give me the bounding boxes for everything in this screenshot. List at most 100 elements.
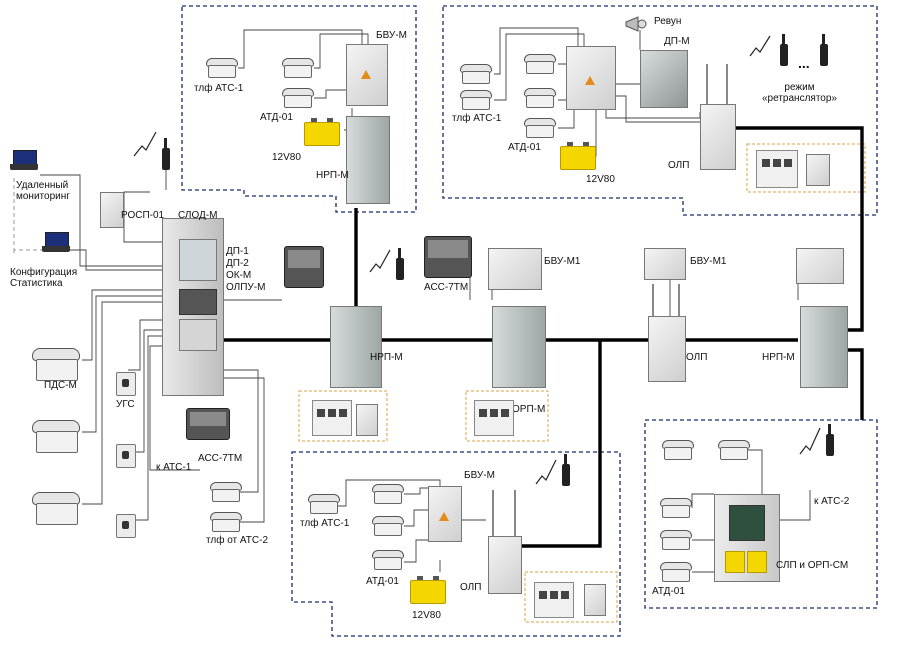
label-olp-bot: ОЛП [460, 582, 482, 593]
zone-orp-detail [465, 390, 549, 442]
radio-icon [162, 138, 170, 170]
phone-icon [30, 420, 82, 454]
phone-icon [208, 512, 242, 532]
phone-icon [30, 348, 82, 382]
phone-icon [280, 58, 314, 78]
module-icon [534, 582, 574, 618]
phone-icon [716, 440, 750, 460]
phone-icon [30, 492, 82, 526]
label-12v80-top: 12V80 [272, 152, 301, 163]
antenna-icon [369, 249, 391, 273]
label-olpu-m: ОЛПУ-М [226, 282, 266, 293]
zone-olp-detail-top [746, 143, 866, 193]
nrp-m-pillar-right [800, 306, 848, 388]
olp-cabinet-tr [700, 104, 736, 170]
module-icon [312, 400, 352, 436]
battery-icon [304, 118, 340, 146]
label-remote-monitoring: Удаленный мониторинг [16, 180, 70, 202]
antenna-icon [706, 64, 708, 104]
antenna-icon [726, 64, 728, 104]
label-slod-m: СЛОД-М [178, 210, 218, 221]
olp-cabinet-mid [648, 316, 686, 382]
label-nrp-m-mid: НРП-М [370, 352, 403, 363]
label-olp-mid: ОЛП [686, 352, 708, 363]
antenna-icon [492, 490, 494, 536]
phone-icon [522, 54, 556, 74]
slod-m-cabinet [162, 218, 224, 396]
label-12v80-bot: 12V80 [412, 610, 441, 621]
phone-icon [458, 90, 492, 110]
phone-icon [522, 118, 556, 138]
module-icon [474, 400, 514, 436]
label-dots: ... [798, 55, 810, 71]
label-k-ats1: к АТС-1 [156, 462, 192, 473]
ugs-device [116, 444, 136, 468]
label-olp-tr: ОЛП [668, 160, 690, 171]
label-slp-orp: СЛП и ОРП-СМ [776, 560, 849, 571]
ugs-device [116, 372, 136, 396]
warning-icon [585, 76, 595, 85]
antenna-icon [678, 284, 680, 316]
radio-icon [396, 248, 404, 280]
label-nrp-m-top: НРП-М [316, 170, 349, 181]
bvu-box-right [796, 248, 844, 284]
bvu-m1-box-a [488, 248, 542, 290]
label-dp1: ДП-1 [226, 246, 249, 257]
label-rosp01: РОСП-01 [121, 210, 165, 221]
battery-icon [560, 142, 596, 170]
zone-olp-detail-bot [524, 571, 618, 623]
slp-orp-cabinet [714, 494, 780, 582]
phone-icon [522, 88, 556, 108]
trunk-bottom [520, 340, 602, 548]
label-revun: Ревун [654, 16, 682, 27]
antenna-icon [799, 427, 821, 455]
zone-top-right [442, 5, 878, 216]
radio-icon [820, 34, 828, 66]
laptop-icon [10, 150, 40, 172]
phone-icon [208, 482, 242, 502]
label-config-stats: Конфигурация Статистика [10, 267, 78, 289]
radio-icon [826, 424, 834, 456]
label-bvu-m-top: БВУ-М [376, 30, 407, 41]
label-ok-m: ОК-М [226, 270, 252, 281]
label-k-ats2: к АТС-2 [814, 496, 850, 507]
unit-icon [356, 404, 378, 436]
label-ass7tm-left: АСС-7ТМ [198, 453, 243, 464]
trunk-to-top-right [730, 126, 864, 332]
label-12v80-tr: 12V80 [586, 174, 615, 185]
olp-unit-icon [806, 154, 830, 186]
label-bvu-m1-b: БВУ-М1 [690, 256, 727, 267]
phone-icon [658, 498, 692, 518]
antenna-icon [749, 35, 771, 57]
nrp-m-pillar-mid [330, 306, 382, 388]
label-dp2: ДП-2 [226, 258, 249, 269]
phone-icon [306, 494, 340, 514]
radio-icon [562, 454, 570, 486]
phone-icon [658, 562, 692, 582]
label-atd01-tr: АТД-01 [508, 142, 541, 153]
phone-icon [660, 440, 694, 460]
label-rezhim: режим «ретранслятор» [762, 82, 837, 104]
siren-icon [625, 16, 647, 32]
phone-icon [280, 88, 314, 108]
phone-icon [370, 484, 404, 504]
label-atd01-top: АТД-01 [260, 112, 293, 123]
radio-icon [780, 34, 788, 66]
phone-icon [658, 530, 692, 550]
rosp-01-box [100, 192, 124, 228]
phone-icon [370, 550, 404, 570]
label-tlf-ot-ats2: тлф от АТС-2 [206, 535, 269, 546]
nrp-m-pillar-top [346, 116, 390, 204]
label-nrp-m-right: НРП-М [762, 352, 795, 363]
ass-7tm-case-mid [424, 236, 472, 278]
label-atd01-br: АТД-01 [652, 586, 685, 597]
label-tlf-ats1-top: тлф АТС-1 [194, 83, 244, 94]
antenna-icon [133, 131, 157, 157]
olp-cabinet-bot [488, 536, 522, 594]
zone-nrp-detail [298, 390, 388, 442]
orp-m-pillar [492, 306, 546, 388]
label-bvu-m-bot: БВУ-М [464, 470, 495, 481]
module-icon [756, 150, 798, 188]
label-tlf-ats1-bot: тлф АТС-1 [300, 518, 350, 529]
